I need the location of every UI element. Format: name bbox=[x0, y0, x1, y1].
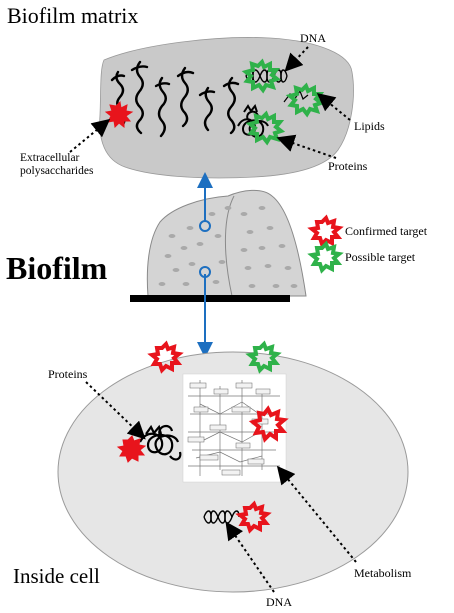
membrane-possible-star bbox=[245, 340, 282, 374]
label-eps-line2: polysaccharides bbox=[20, 165, 94, 177]
zoom-circle-bottom bbox=[199, 266, 211, 278]
label-eps-line1: Extracellular bbox=[20, 152, 80, 164]
cell-dna-confirmed-star bbox=[235, 500, 272, 534]
label-dna-bottom: DNA bbox=[266, 595, 292, 609]
possible-target-star-lipids bbox=[285, 82, 326, 118]
possible-target-star-proteins bbox=[245, 110, 286, 146]
zoom-circle-top bbox=[199, 220, 211, 232]
colony-cells bbox=[158, 206, 298, 288]
label-arrows-cell bbox=[85, 381, 357, 593]
colony-cell-divide bbox=[224, 195, 235, 297]
label-arrows-matrix bbox=[69, 46, 351, 159]
label-dna-top: DNA bbox=[300, 31, 326, 45]
substrate-bar bbox=[130, 295, 290, 302]
title-inside-cell: Inside cell bbox=[13, 564, 100, 588]
label-lipids: Lipids bbox=[354, 119, 385, 133]
metabolism-pathway-map bbox=[182, 373, 287, 483]
biofilm-colony bbox=[146, 189, 307, 297]
title-biofilm: Biofilm bbox=[6, 250, 108, 286]
dna-coil-cell bbox=[203, 510, 240, 524]
metabolism-confirmed-star bbox=[248, 405, 289, 443]
legend-confirmed-label: Confirmed target bbox=[345, 224, 428, 238]
legend-confirmed-star bbox=[307, 214, 344, 248]
label-metabolism: Metabolism bbox=[354, 566, 412, 580]
title-biofilm-matrix: Biofilm matrix bbox=[7, 3, 139, 28]
label-proteins-top: Proteins bbox=[328, 159, 368, 173]
label-proteins-cell: Proteins bbox=[48, 367, 88, 381]
polysaccharide-strands bbox=[110, 60, 240, 138]
legend-possible-label: Possible target bbox=[345, 250, 416, 264]
protein-tangle-cell bbox=[139, 424, 182, 461]
possible-target-star-dna bbox=[241, 58, 282, 94]
legend-possible-star bbox=[307, 240, 344, 274]
confirmed-target-star-eps bbox=[104, 100, 134, 129]
membrane-confirmed-star bbox=[147, 340, 184, 374]
